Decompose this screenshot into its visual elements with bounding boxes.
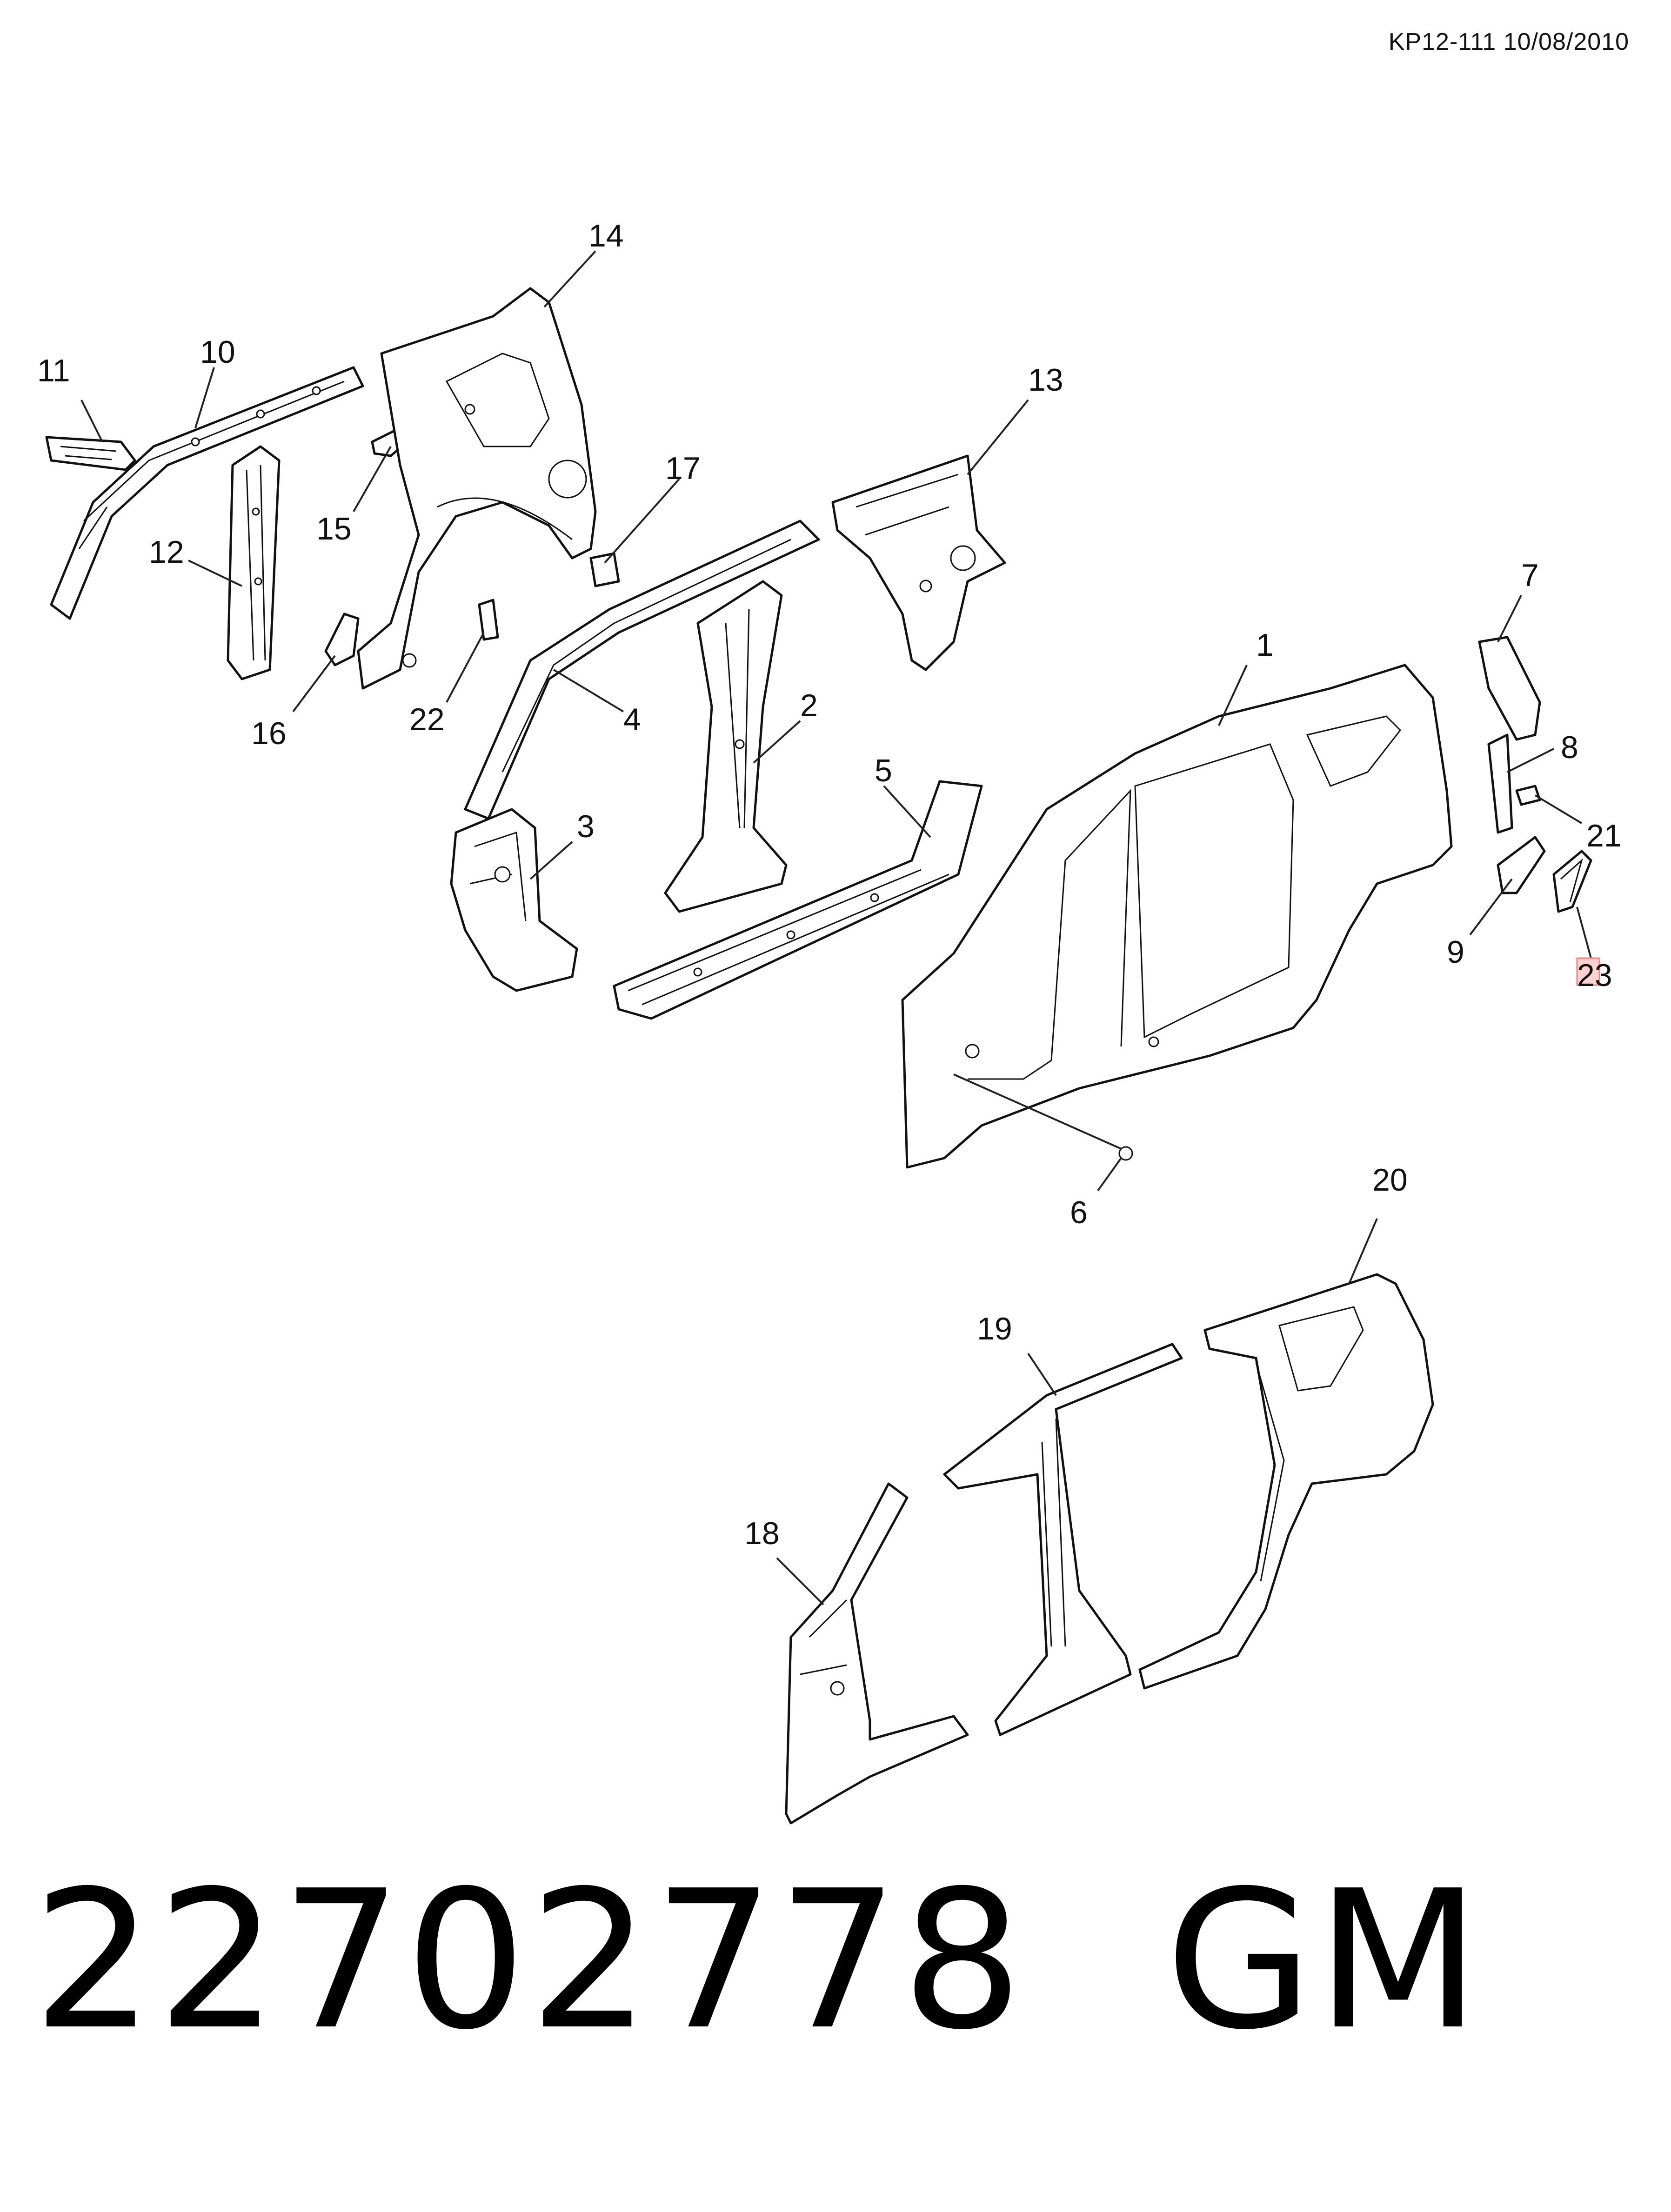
callout-6: 6	[1070, 1195, 1088, 1230]
callout-7: 7	[1521, 558, 1539, 593]
callout-11: 11	[37, 353, 70, 388]
callout-10: 10	[200, 334, 235, 370]
callout-23-highlight	[1576, 957, 1600, 986]
callout-labels: 1 2 3 4 5 6 7 8 9 10 11 12 13 14 15 16 1…	[37, 218, 1622, 1551]
brand-name: GM	[1165, 1849, 1484, 2072]
callout-3: 3	[577, 809, 595, 844]
callout-2: 2	[800, 688, 818, 723]
part-16-bracket	[324, 613, 360, 666]
callout-1: 1	[1256, 627, 1274, 663]
part-23-housing	[1552, 850, 1592, 913]
part-12-pillar	[227, 445, 281, 680]
callout-8: 8	[1561, 730, 1578, 765]
callout-9: 9	[1447, 934, 1464, 970]
callout-23: 23	[1577, 958, 1612, 993]
callout-14: 14	[588, 218, 624, 253]
part-20-rear-quarter	[1138, 1273, 1434, 1690]
part-14-quarter-inner	[357, 287, 597, 690]
part-8-bracket	[1487, 733, 1513, 834]
part-4-roof-rail-reinf	[464, 520, 820, 820]
part-17-bracket	[589, 552, 620, 587]
callout-20: 20	[1372, 1162, 1408, 1198]
callout-18: 18	[744, 1516, 780, 1551]
part-5-rocker	[613, 780, 983, 1020]
part-9-bracket	[1497, 836, 1546, 894]
callout-4: 4	[623, 702, 641, 737]
part-10-roof-rail	[50, 366, 364, 620]
callout-21: 21	[1586, 818, 1622, 853]
callout-19: 19	[977, 1311, 1012, 1346]
callout-17: 17	[665, 451, 701, 486]
part-22-bracket	[478, 599, 499, 641]
part-7-bracket	[1478, 636, 1541, 741]
part-11-bracket	[45, 436, 136, 471]
part-2-b-pillar	[664, 580, 788, 913]
part-21-clip	[1515, 785, 1541, 806]
callout-13: 13	[1028, 362, 1063, 398]
part-18-front-section	[785, 1482, 969, 1825]
part-19-center-section	[943, 1343, 1183, 1736]
callout-5: 5	[875, 753, 892, 788]
callout-15: 15	[316, 511, 352, 546]
part-1-body-side-outer	[901, 664, 1453, 1169]
callout-12: 12	[149, 534, 184, 570]
part-3-a-pillar-lower	[450, 808, 578, 992]
callout-22: 22	[409, 702, 445, 737]
diagram-reference-code: KP12-111 10/08/2010	[1388, 28, 1629, 55]
part-number: 22702778	[33, 1849, 1026, 2072]
part-6-clip	[1118, 1146, 1133, 1161]
callout-16: 16	[251, 716, 287, 751]
leader-lines	[80, 250, 1592, 1606]
part-13-rear-inner	[831, 454, 1006, 671]
